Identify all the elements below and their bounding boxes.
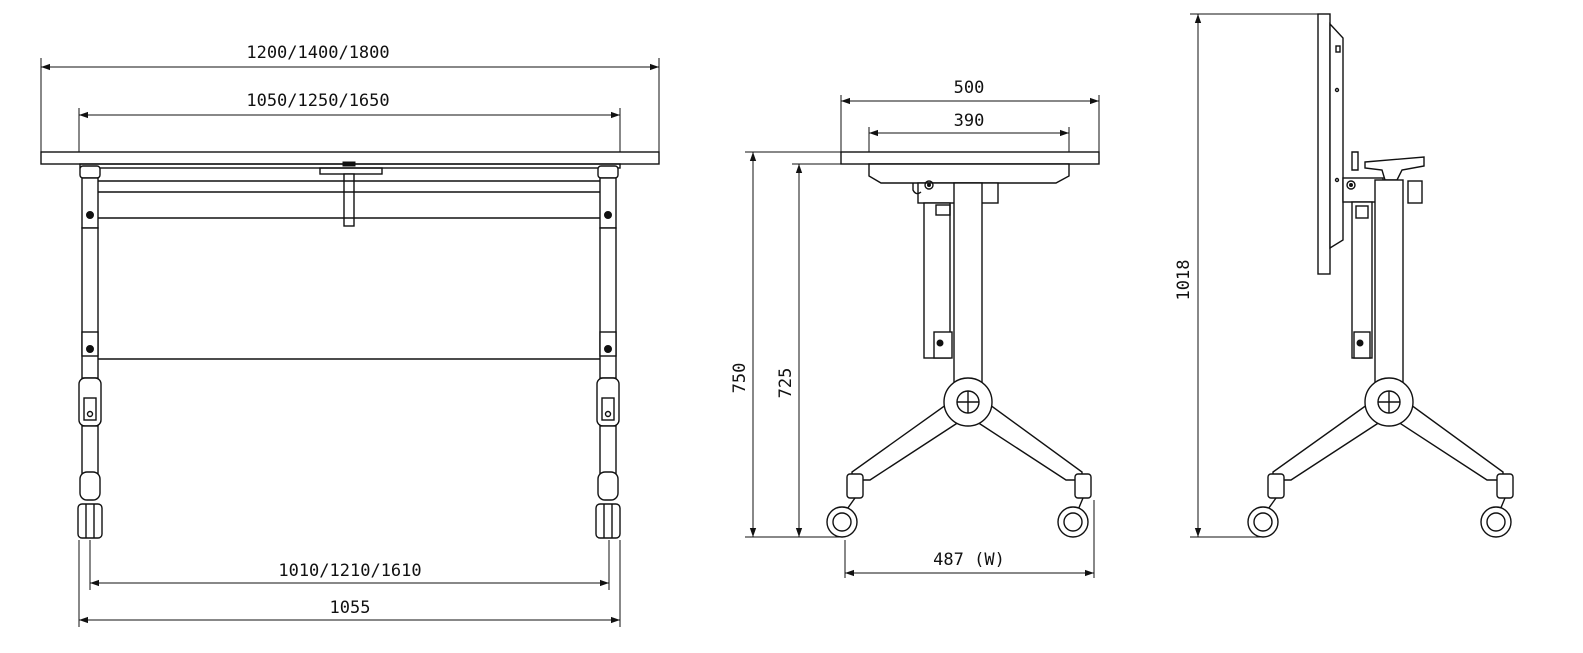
left-leg — [77, 165, 103, 539]
folded-caster-left — [1247, 497, 1279, 538]
frame-height-label: 725 — [776, 368, 796, 399]
folded-height-label: 1018 — [1174, 260, 1194, 301]
front-view: 1200/1400/1800 1050/1250/1650 — [40, 43, 660, 627]
frame-depth-label: 390 — [954, 111, 985, 131]
center-bracket — [343, 173, 355, 227]
folded-saddle-bracket — [1364, 156, 1425, 181]
side-base-width-label: 487 (W) — [933, 550, 1005, 570]
folded-view: 1018 — [1174, 13, 1514, 538]
folded-caster-right — [1480, 497, 1512, 538]
right-leg — [595, 165, 621, 539]
overall-height-label: 750 — [730, 363, 750, 394]
top-depth-label: 500 — [954, 78, 985, 98]
caster-span-label: 1010/1210/1610 — [278, 561, 421, 581]
side-view: 500 390 — [730, 78, 1100, 578]
side-tabletop — [840, 151, 1100, 165]
folded-tabletop — [1317, 13, 1331, 275]
side-column — [953, 182, 983, 384]
top-width-label: 1050/1250/1650 — [246, 91, 389, 111]
side-caster-left — [826, 497, 858, 538]
base-width-label: 1055 — [330, 598, 371, 618]
side-caster-right — [1057, 497, 1089, 538]
under-frame — [868, 163, 1070, 184]
folded-column — [1374, 179, 1404, 384]
overall-width-label: 1200/1400/1800 — [246, 43, 389, 63]
